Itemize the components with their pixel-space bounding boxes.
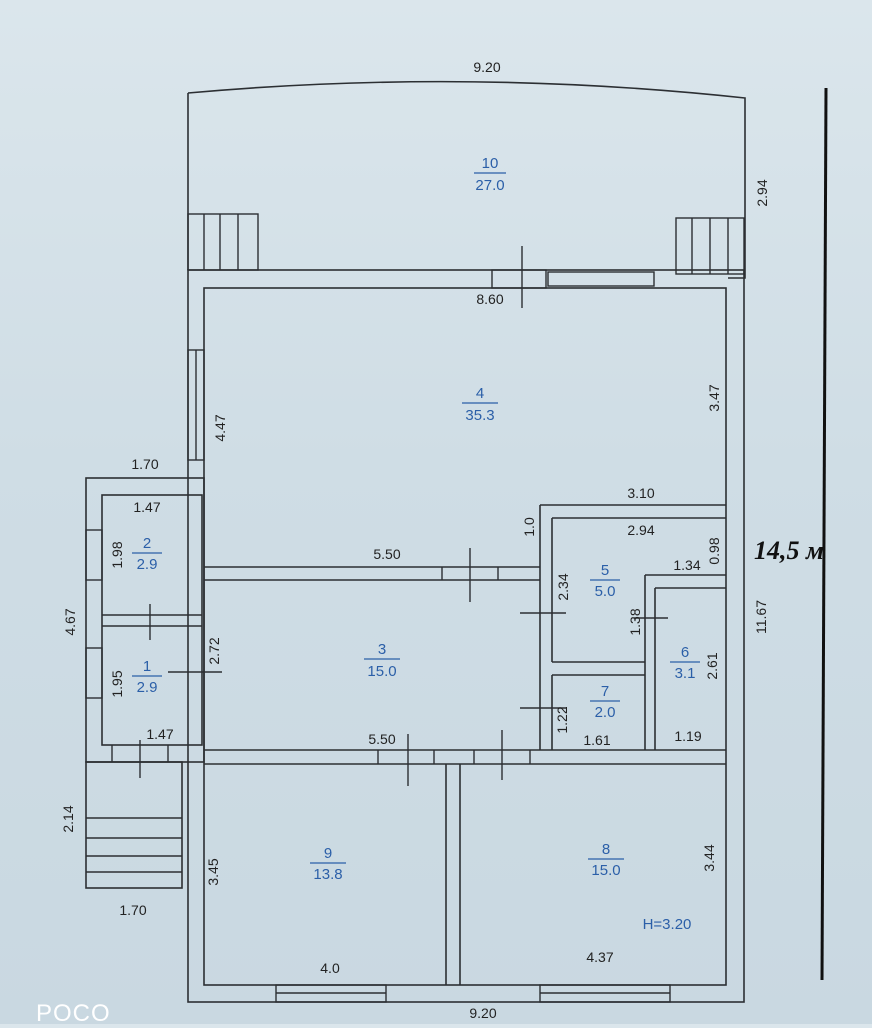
room-6-number: 6	[681, 644, 689, 661]
dim-r7-left: 1.22	[554, 706, 570, 733]
room-9-number: 9	[324, 845, 332, 862]
room-5-number: 5	[601, 562, 609, 579]
dim-r1-left: 1.95	[109, 670, 125, 697]
room-7-number: 7	[601, 683, 609, 700]
room-7-area: 2.0	[595, 704, 616, 721]
dim-bottom: 9.20	[469, 1005, 496, 1021]
room-10-number: 10	[482, 155, 499, 172]
room-1-number: 1	[143, 658, 151, 675]
dim-r5-outer: 3.10	[627, 485, 654, 501]
dim-ext-left-top: 1.70	[131, 456, 158, 472]
dim-top: 9.20	[473, 59, 500, 75]
room-4-area: 35.3	[465, 407, 494, 424]
dim-r9-bottom: 4.0	[320, 960, 340, 976]
dim-right-total: 11.67	[753, 600, 769, 634]
overall-length-line	[820, 87, 828, 981]
dim-r6-right: 2.61	[704, 652, 720, 679]
dim-r3-top: 5.50	[373, 546, 400, 562]
dim-r5-offset: 1.0	[521, 517, 537, 537]
dim-porch-left: 2.14	[60, 805, 76, 832]
dim-left-total: 4.67	[62, 608, 78, 635]
room-3-number: 3	[378, 641, 386, 658]
dim-r7-bottom: 1.61	[583, 732, 610, 748]
dim-r5-top: 2.94	[627, 522, 654, 538]
dim-r4-left: 4.47	[212, 414, 228, 441]
dim-r3-bottom: 5.50	[368, 731, 395, 747]
room-5-area: 5.0	[595, 583, 616, 600]
room-8-number: 8	[602, 841, 610, 858]
dim-r6-top: 1.34	[673, 557, 700, 573]
dim-r6-bottom: 1.19	[674, 728, 701, 744]
dim-r2-top: 1.47	[133, 499, 160, 515]
dim-r1-right: 2.72	[206, 637, 222, 664]
dim-r5-left: 2.34	[555, 573, 571, 600]
room-1-area: 2.9	[137, 679, 158, 696]
dim-r9-left: 3.45	[205, 858, 221, 885]
camera-watermark: POCO	[36, 1000, 111, 1027]
room-9-area: 13.8	[313, 866, 342, 883]
room-10-area: 27.0	[475, 177, 504, 194]
dim-r8-right: 3.44	[701, 844, 717, 871]
dim-r1-bottom: 1.47	[146, 726, 173, 742]
dim-r6-left: 1.38	[627, 608, 643, 635]
dim-r8-bottom: 4.37	[586, 949, 613, 965]
overall-length-annotation: 14,5 м	[754, 536, 824, 565]
dim-r4-right: 3.47	[706, 384, 722, 411]
dim-r4-top: 8.60	[476, 291, 503, 307]
room-8-area: 15.0	[591, 862, 620, 879]
dim-r2-left: 1.98	[109, 541, 125, 568]
room-2-number: 2	[143, 535, 151, 552]
dim-porch-bottom: 1.70	[119, 902, 146, 918]
room-4-number: 4	[476, 385, 484, 402]
room-3-area: 15.0	[367, 663, 396, 680]
room-2-area: 2.9	[137, 556, 158, 573]
dim-r10-right: 2.94	[754, 179, 770, 206]
dim-r5-right: 0.98	[706, 537, 722, 564]
ceiling-height: H=3.20	[643, 916, 692, 933]
room-6-area: 3.1	[675, 665, 696, 682]
